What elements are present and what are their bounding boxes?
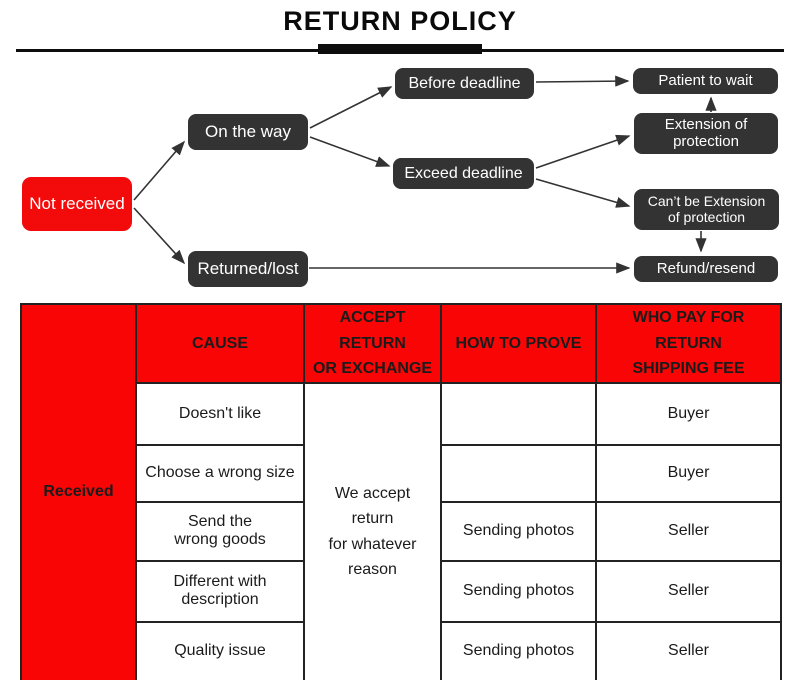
cell-who-pays: Buyer (595, 443, 782, 503)
cell-prove: Sending photos (440, 500, 597, 562)
node-patient-to-wait: Patient to wait (633, 68, 778, 94)
return-policy-table: Received CAUSE ACCEPT RETURN OR EXCHANGE… (20, 303, 782, 680)
cell-cause: Send the wrong goods (135, 500, 305, 562)
cell-cause: Choose a wrong size (135, 443, 305, 503)
cell-cause: Quality issue (135, 620, 305, 680)
node-exceed-deadline: Exceed deadline (393, 158, 534, 189)
table-row: Quality issue Sending photos Seller (21, 620, 782, 680)
cell-prove: Sending photos (440, 620, 597, 680)
cell-cause: Different with description (135, 559, 305, 623)
cell-who-pays: Seller (595, 620, 782, 680)
node-on-the-way: On the way (188, 114, 308, 150)
cell-prove: Sending photos (440, 559, 597, 623)
table-row: Doesn't like We accept return for whatev… (21, 381, 782, 680)
cell-accept-policy: We accept return for whatever reason (303, 381, 442, 680)
cell-who-pays: Seller (595, 500, 782, 562)
row-header-received: Received (20, 303, 137, 680)
title-underline-thick (318, 44, 482, 54)
cell-prove (440, 443, 597, 503)
node-refund-resend: Refund/resend (634, 256, 778, 282)
page-title: RETURN POLICY (283, 6, 517, 36)
node-before-deadline: Before deadline (395, 68, 534, 99)
cell-cause: Doesn't like (135, 381, 305, 446)
header-how-to-prove: HOW TO PROVE (440, 303, 597, 384)
node-returned-lost: Returned/lost (188, 251, 308, 287)
node-extension-of-protection: Extension of protection (634, 113, 778, 154)
table-row: Different with description Sending photo… (21, 559, 782, 623)
table-row: Choose a wrong size Buyer (21, 443, 782, 503)
header-cause: CAUSE (135, 303, 305, 384)
cell-prove (440, 381, 597, 446)
cell-who-pays: Seller (595, 559, 782, 623)
node-cant-be-extension: Can’t be Extension of protection (634, 189, 779, 230)
header-accept-return: ACCEPT RETURN OR EXCHANGE (303, 303, 442, 384)
cell-who-pays: Buyer (595, 381, 782, 446)
node-not-received: Not received (22, 177, 132, 231)
header-who-pays: WHO PAY FOR RETURN SHIPPING FEE (595, 303, 782, 384)
table-row: Send the wrong goods Sending photos Sell… (21, 500, 782, 562)
